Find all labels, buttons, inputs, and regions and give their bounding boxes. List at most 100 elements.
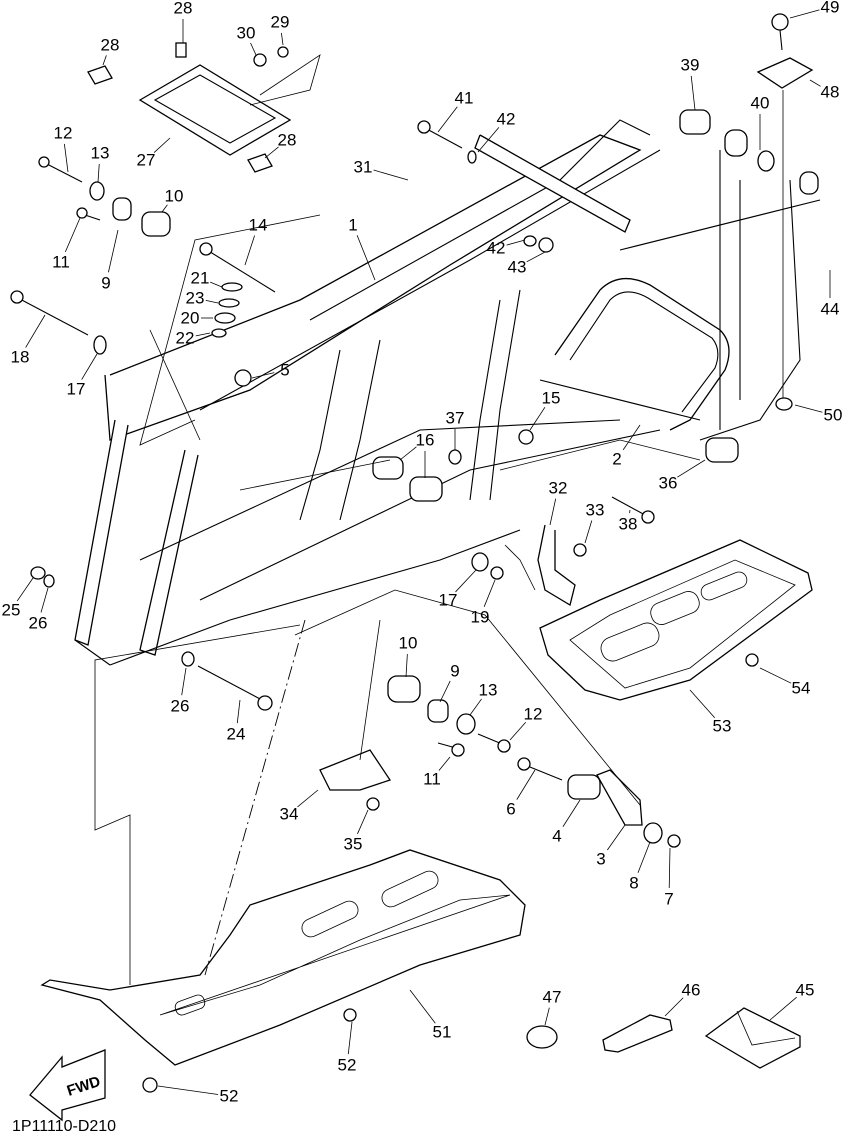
- leader-line: [770, 997, 797, 1020]
- callout-nut-clip: 28: [174, 0, 193, 17]
- leader-line: [245, 235, 255, 265]
- callout-washer: 23: [186, 290, 205, 307]
- leader-line: [456, 570, 476, 592]
- leader-line: [665, 998, 683, 1016]
- callout-washer: 20: [181, 310, 200, 327]
- callout-tool-bag: 45: [796, 982, 815, 999]
- leader-line: [470, 699, 482, 715]
- callout-washer: 17: [439, 592, 458, 609]
- callout-washer: 8: [629, 875, 638, 892]
- callout-bolt: 41: [455, 90, 474, 107]
- leader-line: [507, 240, 525, 245]
- callout-washer: 13: [479, 682, 498, 699]
- callout-fuse-holder: 46: [682, 982, 701, 999]
- leader-line: [795, 405, 822, 412]
- callout-rear-cross-member: 2: [612, 451, 621, 468]
- callout-nut: 43: [508, 259, 527, 276]
- callout-washer: 40: [751, 95, 770, 112]
- leader-line: [196, 333, 210, 336]
- callout-o-ring: 47: [543, 989, 562, 1006]
- leader-line: [251, 43, 256, 55]
- leader-line: [265, 147, 278, 158]
- leader-line: [103, 55, 106, 65]
- callout-nut: 25: [2, 602, 21, 619]
- callout-battery-box: 27: [137, 152, 156, 169]
- callout-nut: 29: [271, 14, 290, 31]
- callout-bracket: 34: [280, 806, 299, 823]
- callout-bolt: 35: [344, 836, 363, 853]
- leader-line: [484, 580, 495, 607]
- callout-damper: 10: [399, 635, 418, 652]
- leader-line: [162, 205, 167, 212]
- callout-nut: 7: [664, 891, 673, 908]
- callout-bolt: 38: [619, 516, 638, 533]
- leader-line: [760, 668, 791, 683]
- leader-line: [210, 282, 222, 287]
- callout-damper-pair: 16: [416, 432, 435, 449]
- leader-line: [206, 300, 218, 303]
- leader-line: [690, 690, 715, 718]
- rear-skid-plate-drawing: [540, 540, 812, 700]
- fwd-arrow: FWD: [30, 1050, 105, 1120]
- leader-line: [510, 722, 526, 740]
- callout-collar: 9: [450, 663, 459, 680]
- callout-bracket: 31: [354, 159, 373, 176]
- callout-bolt: 12: [524, 706, 543, 723]
- leader-line: [357, 810, 368, 834]
- callout-bolt: 12: [54, 125, 73, 142]
- callout-bolt: 11: [423, 771, 441, 788]
- leader-line: [517, 770, 535, 800]
- leader-line: [158, 1086, 218, 1094]
- callout-washer: 42: [487, 240, 506, 257]
- callout-washer: 37: [446, 410, 465, 427]
- leader-line: [527, 252, 545, 262]
- leader-line: [65, 218, 80, 252]
- callout-nut: 19: [471, 609, 490, 626]
- diagram-code: 1P11110-D210: [12, 1118, 116, 1136]
- callout-damper-right: 4: [552, 828, 561, 845]
- leader-line: [182, 668, 186, 695]
- callout-damper: 10: [165, 188, 184, 205]
- leader-line: [26, 315, 45, 348]
- callout-washer: 17: [67, 381, 86, 398]
- leader-line: [82, 354, 97, 380]
- leader-line: [410, 990, 435, 1023]
- callout-bolt: 6: [506, 801, 515, 818]
- leader-line: [406, 654, 407, 677]
- battery-box-drawing: [88, 43, 320, 172]
- callout-bolt: 54: [792, 680, 811, 697]
- callout-engine-bracket-right: 3: [596, 851, 605, 868]
- callout-bolt: 24: [227, 726, 246, 743]
- callout-nut-clip: 28: [278, 132, 297, 149]
- leader-line: [64, 144, 68, 172]
- callout-bolt: 49: [821, 0, 840, 16]
- callout-washer: 42: [497, 111, 516, 128]
- callout-stay: 48: [821, 84, 840, 101]
- leader-line: [530, 407, 545, 430]
- leader-line: [607, 825, 625, 850]
- leader-line: [297, 790, 318, 807]
- leader-line: [98, 164, 99, 182]
- leader-line: [17, 578, 33, 601]
- leader-line: [281, 33, 283, 45]
- leader-line: [550, 499, 556, 525]
- leader-line: [638, 842, 650, 873]
- callout-bolt: 18: [11, 349, 30, 366]
- callout-washer: 13: [91, 145, 110, 162]
- leader-line: [790, 10, 819, 18]
- leader-line: [563, 800, 580, 827]
- callout-washer: 21: [191, 270, 210, 287]
- leader-line: [154, 138, 170, 153]
- leader-line: [691, 76, 695, 110]
- callout-washer: 26: [29, 615, 48, 632]
- leader-line: [810, 80, 821, 86]
- leader-line: [400, 447, 416, 460]
- callout-frame: 1: [348, 217, 357, 234]
- callout-nut: 15: [542, 390, 561, 407]
- callout-collar: 9: [101, 275, 110, 292]
- callout-rear-skid-plate: 53: [713, 718, 732, 735]
- callout-bolt: 14: [249, 217, 268, 234]
- leader-line: [438, 107, 457, 132]
- leader-line: [669, 848, 670, 888]
